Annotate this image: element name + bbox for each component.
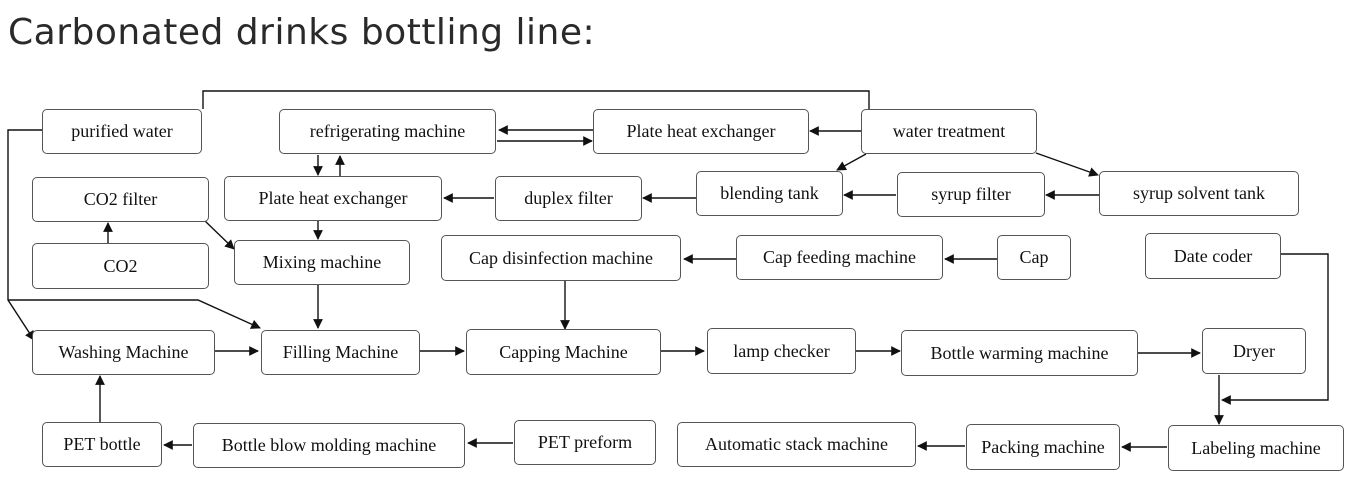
node-pet-bottle: PET bottle (42, 422, 162, 467)
page-title: Carbonated drinks bottling line: (8, 12, 596, 53)
node-dryer: Dryer (1202, 328, 1306, 374)
node-packing-machine: Packing machine (966, 424, 1120, 470)
node-washing-machine: Washing Machine (32, 330, 215, 375)
link-water-treatment-to-syrup-solvent (1035, 152, 1099, 177)
node-duplex-filter: duplex filter (495, 176, 642, 221)
node-labeling-machine: Labeling machine (1168, 425, 1344, 471)
node-date-coder: Date coder (1145, 233, 1281, 279)
node-cap: Cap (997, 235, 1071, 280)
node-blending-tank: blending tank (696, 171, 843, 216)
node-syrup-filter: syrup filter (897, 172, 1045, 217)
node-co2-filter: CO2 filter (32, 177, 209, 222)
node-cap-feeding-machine: Cap feeding machine (736, 235, 943, 280)
link-purified-water-to-washing (7, 129, 42, 341)
link-water-treatment-to-purified-water (202, 90, 870, 109)
node-bottle-warming-machine: Bottle warming machine (901, 330, 1138, 376)
node-co2: CO2 (32, 243, 209, 289)
link-purified-water-to-filling (8, 299, 261, 329)
link-water-treatment-to-blending-tank (836, 153, 867, 171)
node-pet-preform: PET preform (514, 420, 656, 465)
node-plate-heat-exchanger-top: Plate heat exchanger (593, 109, 809, 154)
link-co2-filter-to-mixing (203, 219, 235, 250)
node-automatic-stack-machine: Automatic stack machine (677, 422, 916, 467)
node-lamp-checker: lamp checker (707, 328, 856, 374)
node-syrup-solvent-tank: syrup solvent tank (1099, 171, 1299, 216)
node-purified-water: purified water (42, 109, 202, 154)
node-cap-disinfection-machine: Cap disinfection machine (441, 235, 681, 281)
node-mixing-machine: Mixing machine (234, 240, 410, 285)
node-water-treatment: water treatment (861, 109, 1037, 154)
node-refrigerating-machine: refrigerating machine (279, 109, 496, 154)
node-capping-machine: Capping Machine (466, 329, 661, 375)
node-plate-heat-exchanger-mid: Plate heat exchanger (224, 176, 442, 221)
node-bottle-blow-molding-machine: Bottle blow molding machine (193, 423, 465, 468)
link-date-coder-to-labeling (1221, 253, 1329, 405)
node-filling-machine: Filling Machine (261, 330, 420, 375)
